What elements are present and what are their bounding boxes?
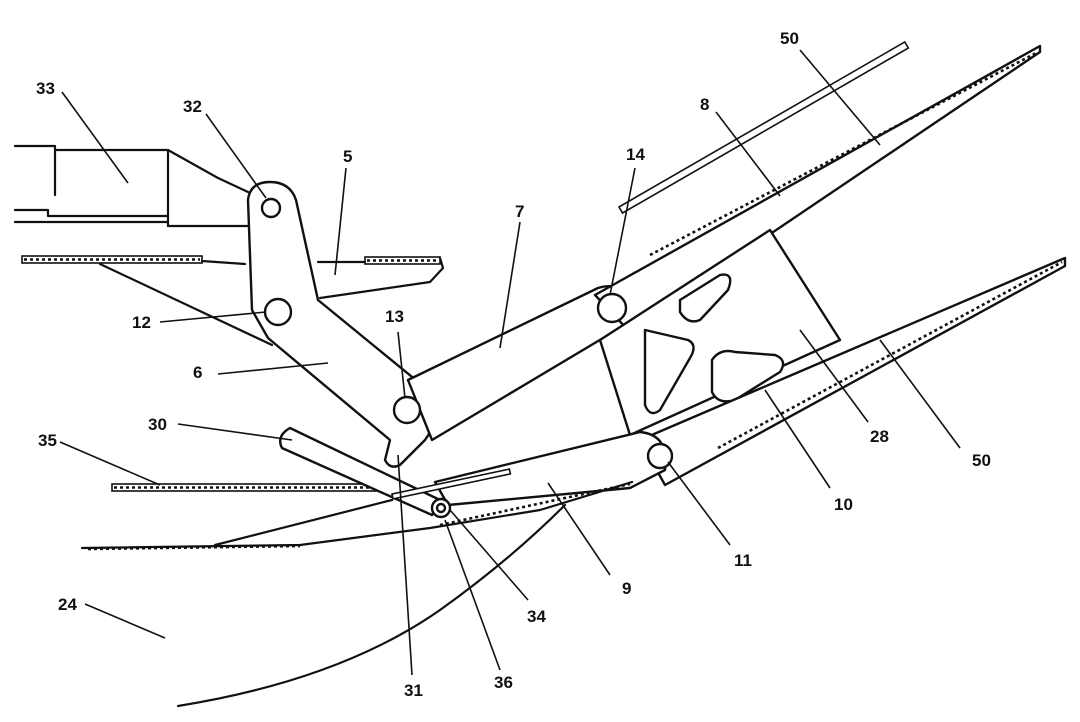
label-28: 28: [870, 427, 889, 446]
label-30: 30: [148, 415, 167, 434]
label-14: 14: [626, 145, 645, 164]
label-10: 10: [834, 495, 853, 514]
part-5-upper-skin: [21, 255, 445, 347]
pin-14: [596, 292, 628, 324]
label-13: 13: [385, 307, 404, 326]
label-5: 5: [343, 147, 352, 166]
label-33: 33: [36, 79, 55, 98]
link-9: [433, 430, 667, 507]
part-35-lower-skin: [80, 480, 634, 551]
pin-12: [263, 297, 293, 327]
part-8-upper-flap: [593, 40, 1042, 332]
label-36: 36: [494, 673, 513, 692]
label-8: 8: [700, 95, 709, 114]
label-31: 31: [404, 681, 423, 700]
pivot-pins: [260, 197, 674, 519]
label-7: 7: [515, 202, 524, 221]
label-50-upper: 50: [780, 29, 799, 48]
label-35: 35: [38, 431, 57, 450]
part-28-lattice: [598, 228, 842, 437]
reference-numerals: 33 32 5 12 6 13 7 14 8 50 30 35 24 31 36…: [36, 29, 991, 700]
label-34: 34: [527, 607, 546, 626]
pin-32: [260, 197, 282, 219]
pin-11: [646, 442, 674, 470]
part-33-actuator-housing: [13, 144, 250, 228]
label-9: 9: [622, 579, 631, 598]
label-12: 12: [132, 313, 151, 332]
label-6: 6: [193, 363, 202, 382]
curve-24: [176, 503, 567, 708]
leader-lines: [59, 49, 961, 676]
label-11: 11: [734, 551, 752, 570]
pin-13: [392, 395, 422, 425]
link-7-arm: [406, 285, 632, 442]
label-32: 32: [183, 97, 202, 116]
label-50-lower: 50: [972, 451, 991, 470]
label-24: 24: [58, 595, 77, 614]
